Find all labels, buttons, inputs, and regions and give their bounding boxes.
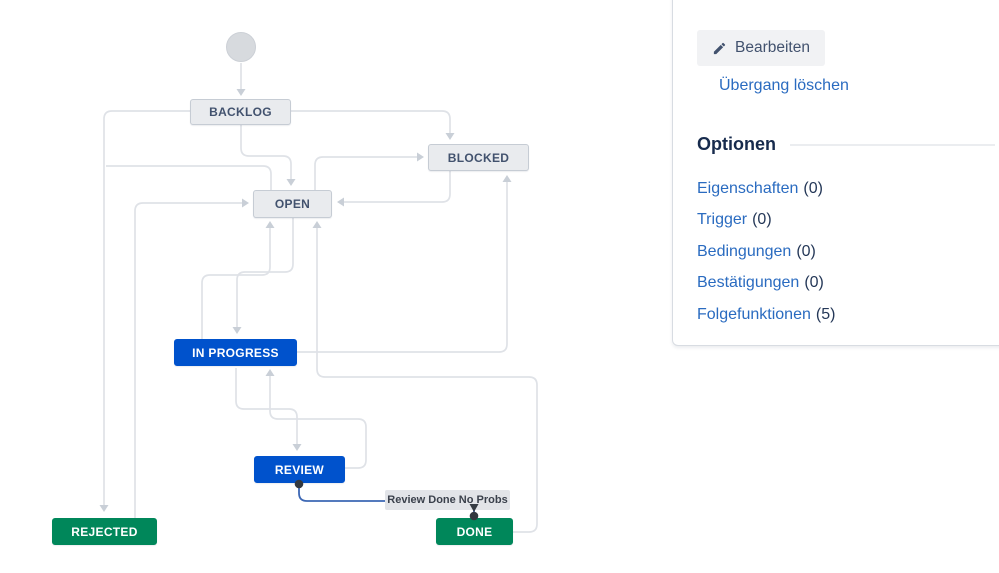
edit-button-label: Bearbeiten: [735, 39, 810, 56]
edge-arrowheads: [99, 89, 512, 512]
option-link-triggers[interactable]: Trigger: [697, 211, 748, 229]
status-node-rejected[interactable]: REJECTED: [52, 518, 157, 545]
option-count-post-functions: (5): [815, 305, 836, 323]
edge-inprogress-review: [235, 368, 298, 444]
option-item-properties: Eigenschaften (0): [697, 173, 835, 205]
heading-rule: [790, 143, 995, 146]
option-count-validators: (0): [804, 274, 824, 292]
edge-review-inprogress: [269, 376, 367, 469]
status-node-review[interactable]: REVIEW: [254, 456, 345, 483]
option-link-conditions[interactable]: Bedingungen: [697, 242, 792, 260]
edge-inprogress-open: [201, 228, 271, 339]
transition-properties-panel: Bearbeiten Übergang löschen Optionen Eig…: [672, 0, 999, 346]
option-link-properties[interactable]: Eigenschaften: [697, 179, 799, 197]
option-count-conditions: (0): [796, 242, 816, 260]
status-node-blocked[interactable]: BLOCKED: [428, 144, 529, 171]
status-node-backlog[interactable]: BACKLOG: [190, 99, 291, 125]
start-node[interactable]: [226, 32, 256, 62]
edge-backlog-open: [240, 124, 292, 179]
selected-transition-label[interactable]: Review Done No Probs: [385, 490, 510, 510]
status-node-done[interactable]: DONE: [436, 518, 513, 545]
option-item-conditions: Bedingungen (0): [697, 236, 835, 268]
edge-blocked-open: [344, 171, 451, 203]
option-count-triggers: (0): [752, 211, 772, 229]
option-link-post-functions[interactable]: Folgefunktionen: [697, 305, 811, 323]
options-list: Eigenschaften (0) Trigger (0) Bedingunge…: [697, 173, 835, 331]
options-heading: Optionen: [697, 134, 995, 155]
edge-open-inprogress: [236, 218, 294, 327]
status-node-in-progress[interactable]: IN PROGRESS: [174, 339, 297, 366]
edit-button[interactable]: Bearbeiten: [697, 30, 825, 66]
delete-transition-link[interactable]: Übergang löschen: [719, 77, 849, 94]
option-count-properties: (0): [803, 179, 823, 197]
options-heading-label: Optionen: [697, 134, 776, 154]
status-node-open[interactable]: OPEN: [253, 190, 332, 218]
edge-backlog-rejected: [103, 110, 190, 505]
edge-done-open: [316, 228, 538, 533]
option-item-triggers: Trigger (0): [697, 205, 835, 237]
edge-open-rejected: [106, 165, 272, 190]
option-item-post-functions: Folgefunktionen (5): [697, 299, 835, 331]
pencil-icon: [713, 42, 726, 54]
option-link-validators[interactable]: Bestätigungen: [697, 274, 800, 292]
edge-open-blocked: [314, 156, 417, 190]
workflow-diagram: BACKLOG BLOCKED OPEN IN PROGRESS REVIEW …: [52, 32, 538, 545]
edge-backlog-blocked: [291, 110, 451, 133]
workflow-edges: [99, 63, 538, 533]
edge-inprogress-blocked: [297, 182, 508, 353]
option-item-validators: Bestätigungen (0): [697, 268, 835, 300]
edge-rejected-open: [134, 202, 242, 518]
